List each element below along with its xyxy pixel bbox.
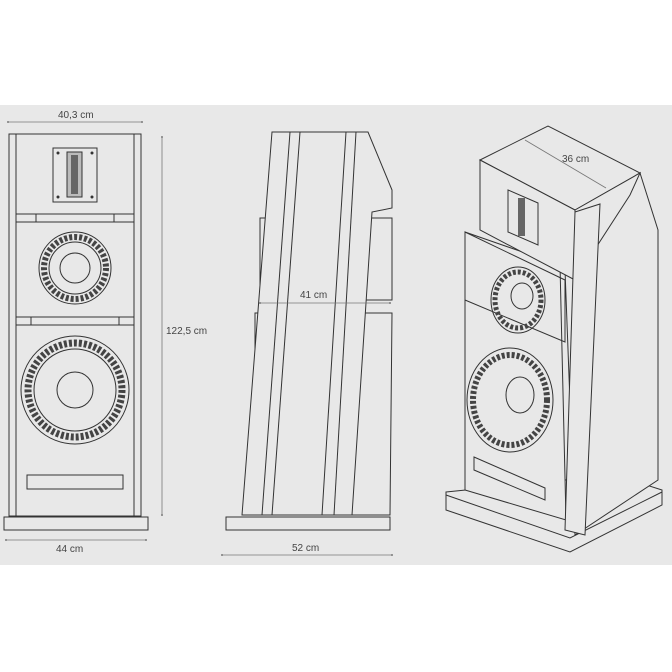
iso-woofer-icon [466, 347, 554, 453]
woofer-icon [20, 335, 130, 445]
side-base-plinth [225, 516, 391, 531]
front-width-label: 40,3 cm [58, 110, 94, 121]
front-base-plinth [3, 516, 149, 531]
iso-bass-port [473, 456, 546, 501]
front-base-width-label: 44 cm [56, 544, 83, 555]
iso-top-depth-label: 36 cm [562, 154, 589, 165]
midrange-driver-icon [38, 231, 112, 305]
bass-port [26, 474, 124, 490]
tweeter-icon [52, 147, 98, 203]
side-view: 41 cm 52 cm [221, 131, 393, 556]
isometric-view: 36 cm [445, 125, 663, 553]
iso-midrange-driver-icon [490, 266, 546, 334]
iso-tweeter-icon [507, 189, 539, 246]
side-depth-label: 41 cm [300, 290, 327, 301]
side-base-depth-label: 52 cm [292, 543, 319, 554]
front-view: 40,3 cm 122,5 cm 44 cm [3, 110, 207, 555]
height-label: 122,5 cm [166, 326, 207, 337]
